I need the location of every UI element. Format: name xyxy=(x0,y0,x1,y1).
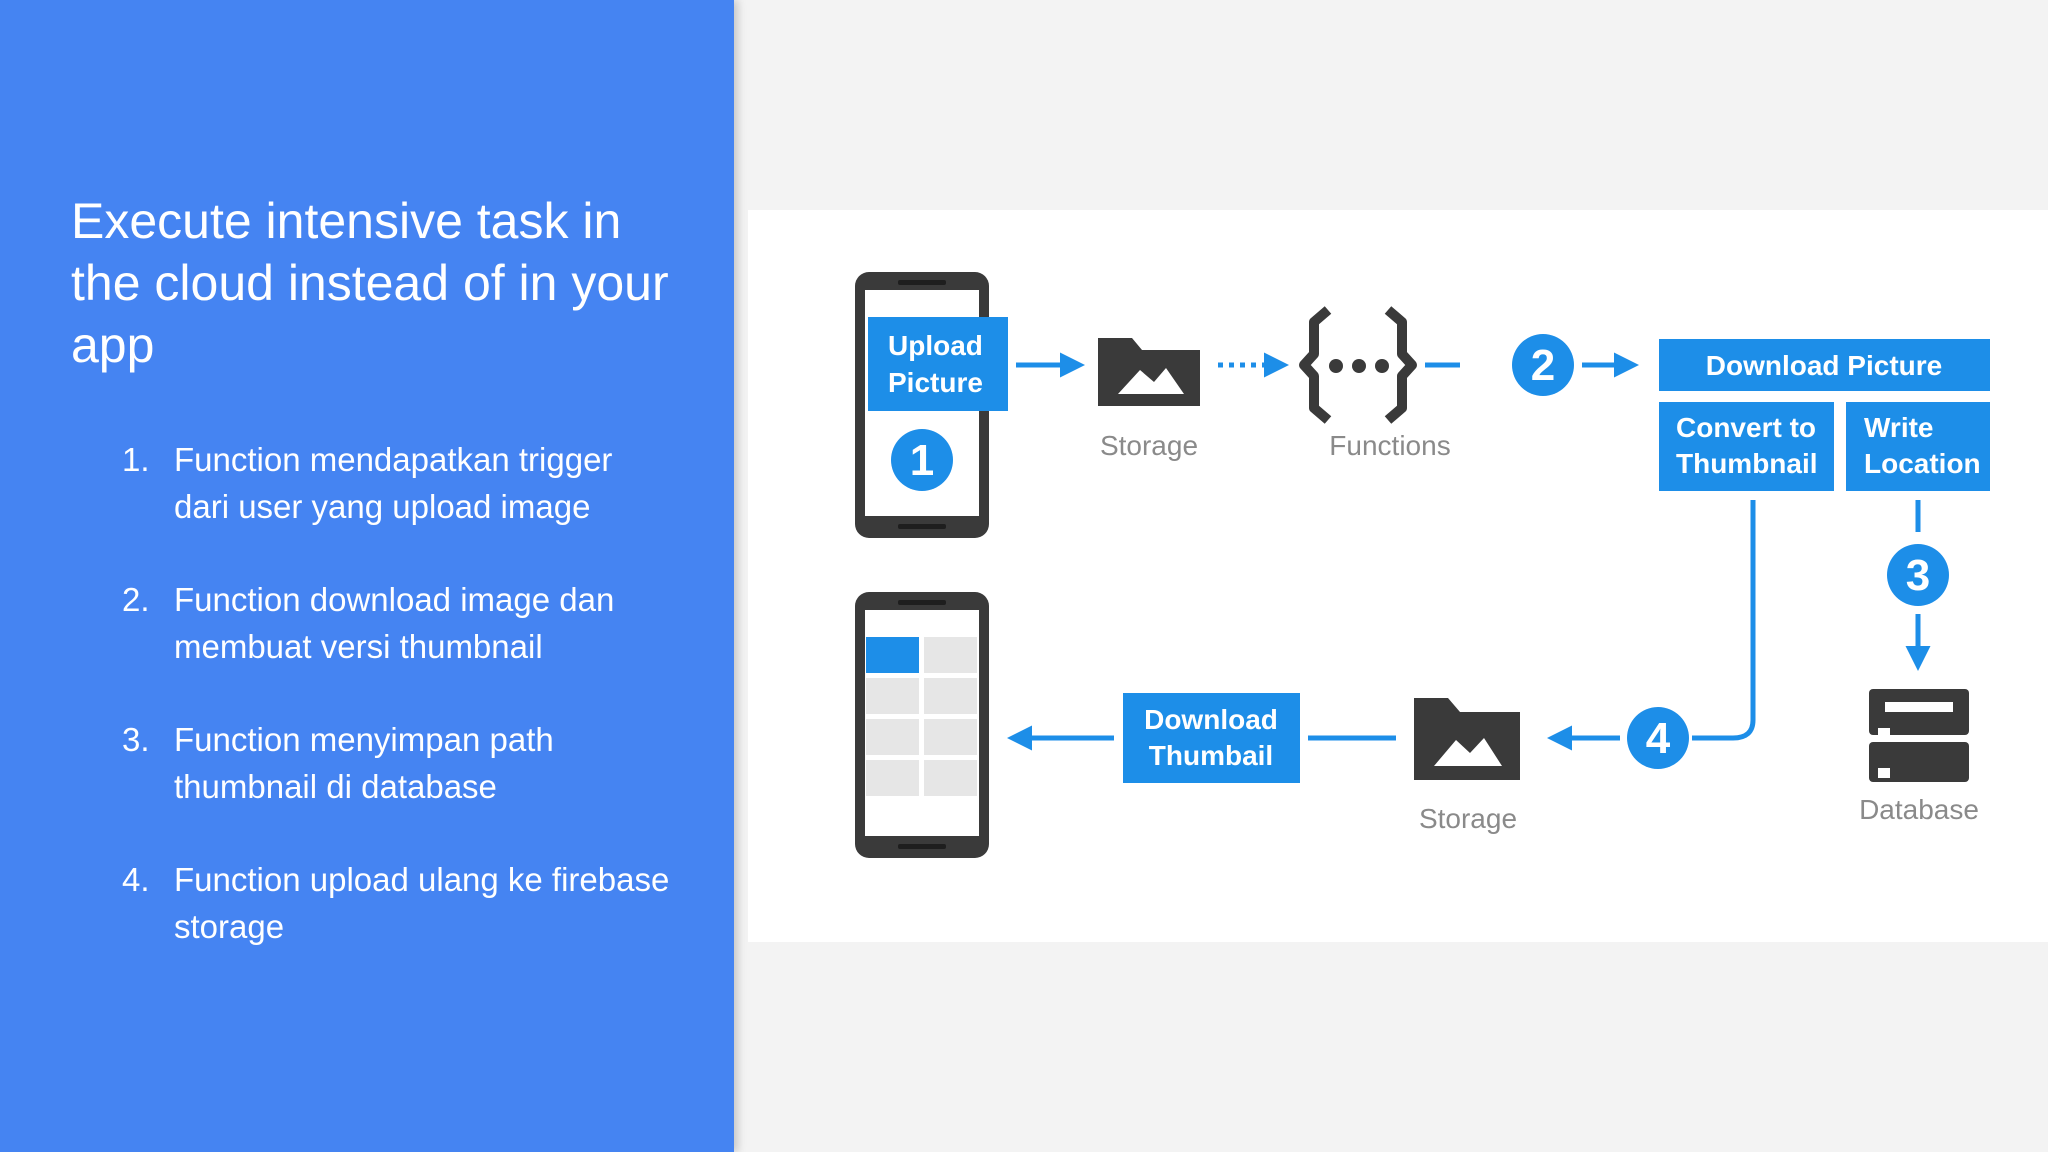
step-text: Function mendapatkan trigger dari user y… xyxy=(174,441,613,525)
folder-image-icon xyxy=(1414,698,1520,780)
step-badge-2-label: 2 xyxy=(1531,341,1555,390)
step-text: Function menyimpan path thumbnail di dat… xyxy=(174,721,554,805)
step-text: Function download image dan membuat vers… xyxy=(174,581,615,665)
folder-image-icon xyxy=(1098,338,1200,406)
storage-bottom-caption: Storage xyxy=(1419,803,1517,834)
slide-title: Execute intensive task in the cloud inst… xyxy=(71,193,669,373)
step-list: 1. Function mendapatkan trigger dari use… xyxy=(71,436,671,996)
download-thumbnail-label-1: Download xyxy=(1144,704,1278,735)
connector-line xyxy=(1692,500,1756,741)
upload-picture-box: Upload Picture xyxy=(868,317,1008,411)
step-number: 3. xyxy=(122,721,150,758)
step-number: 1. xyxy=(122,441,150,478)
step-text: Function upload ulang ke firebase storag… xyxy=(174,861,670,945)
step-badge-1-label: 1 xyxy=(910,436,934,485)
download-thumbnail-box: Download Thumbail xyxy=(1123,693,1300,783)
write-location-box: Write Location xyxy=(1846,402,1990,491)
upload-picture-label-2: Picture xyxy=(888,367,983,398)
convert-thumbnail-label-2: Thumbnail xyxy=(1676,448,1818,479)
step-badge-4: 4 xyxy=(1627,707,1689,769)
thumbnail-grid xyxy=(866,637,977,796)
step-badge-4-label: 4 xyxy=(1646,714,1671,763)
database-caption: Database xyxy=(1859,794,1979,825)
convert-thumbnail-label-1: Convert to xyxy=(1676,412,1816,443)
list-item: 1. Function mendapatkan trigger dari use… xyxy=(71,436,671,576)
storage-top-caption: Storage xyxy=(1100,430,1198,461)
flow-diagram: Upload Picture 1 Storage Functions 2 Dow… xyxy=(855,272,1990,858)
list-item: 2. Function download image dan membuat v… xyxy=(71,576,671,716)
step-badge-1: 1 xyxy=(891,429,953,491)
download-picture-box: Download Picture xyxy=(1659,339,1990,391)
step-badge-3: 3 xyxy=(1887,544,1949,606)
database-icon xyxy=(1869,689,1969,782)
write-location-label-2: Location xyxy=(1864,448,1981,479)
functions-braces-icon xyxy=(1299,306,1417,424)
convert-thumbnail-box: Convert to Thumbnail xyxy=(1659,402,1834,491)
write-location-label-1: Write xyxy=(1864,412,1934,443)
upload-picture-label-1: Upload xyxy=(888,330,983,361)
list-item: 3. Function menyimpan path thumbnail di … xyxy=(71,716,671,856)
step-badge-2: 2 xyxy=(1512,334,1574,396)
list-item: 4. Function upload ulang ke firebase sto… xyxy=(71,856,671,996)
step-number: 2. xyxy=(122,581,150,618)
step-badge-3-label: 3 xyxy=(1906,551,1930,600)
step-number: 4. xyxy=(122,861,150,898)
functions-caption: Functions xyxy=(1329,430,1450,461)
download-picture-label: Download Picture xyxy=(1706,350,1942,381)
download-thumbnail-label-2: Thumbail xyxy=(1149,740,1273,771)
left-panel: Execute intensive task in the cloud inst… xyxy=(0,0,734,1152)
